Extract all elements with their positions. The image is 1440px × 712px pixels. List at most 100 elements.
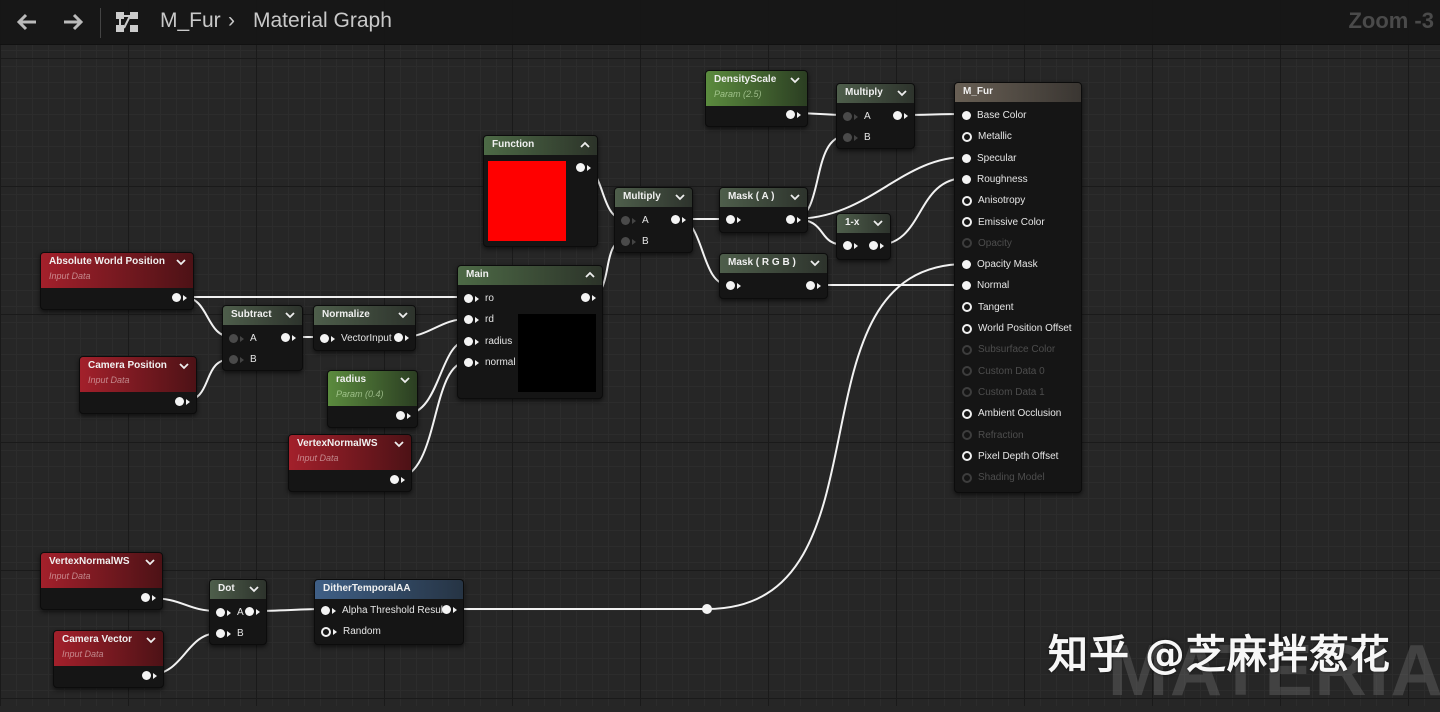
pin-dot[interactable] bbox=[962, 472, 972, 483]
input-pin[interactable] bbox=[726, 215, 741, 224]
result-input-base-color[interactable]: Base Color bbox=[962, 110, 1026, 121]
input-pin-rd[interactable]: rd bbox=[464, 314, 494, 325]
pin-dot[interactable] bbox=[962, 366, 972, 377]
node-mask-rgb[interactable]: Mask ( R G B ) bbox=[719, 253, 828, 299]
result-input-shading-model[interactable]: Shading Model bbox=[962, 472, 1045, 483]
node-mask-a[interactable]: Mask ( A ) bbox=[719, 187, 808, 233]
node-camera-position[interactable]: Camera Position Input Data bbox=[79, 356, 197, 414]
node-dither-temporal-aa[interactable]: DitherTemporalAA Alpha Threshold Result … bbox=[314, 579, 464, 645]
pin-dot[interactable] bbox=[962, 131, 972, 142]
forward-button[interactable] bbox=[58, 8, 88, 36]
pin-dot[interactable] bbox=[962, 281, 971, 291]
result-input-custom-data-0[interactable]: Custom Data 0 bbox=[962, 366, 1045, 377]
input-pin-normal[interactable]: normal bbox=[464, 357, 516, 368]
chevron-down-icon[interactable] bbox=[399, 374, 411, 386]
output-pin[interactable] bbox=[442, 605, 457, 614]
result-input-metallic[interactable]: Metallic bbox=[962, 131, 1012, 142]
result-input-anisotropy[interactable]: Anisotropy bbox=[962, 195, 1025, 206]
pin-dot[interactable] bbox=[962, 323, 972, 334]
chevron-down-icon[interactable] bbox=[789, 74, 801, 86]
input-pin[interactable] bbox=[843, 241, 858, 250]
pin-dot[interactable] bbox=[962, 238, 972, 249]
chevron-down-icon[interactable] bbox=[896, 87, 908, 99]
result-input-world-position-offset[interactable]: World Position Offset bbox=[962, 323, 1072, 334]
pin-dot[interactable] bbox=[962, 408, 972, 419]
node-subtract[interactable]: Subtract A B bbox=[222, 305, 303, 371]
input-pin-a[interactable]: A bbox=[843, 111, 871, 122]
hierarchy-button[interactable] bbox=[112, 8, 142, 36]
chevron-up-icon[interactable] bbox=[584, 269, 596, 281]
chevron-down-icon[interactable] bbox=[145, 634, 157, 646]
output-pin[interactable] bbox=[141, 593, 156, 602]
node-main-function[interactable]: Main ro rd radius normal bbox=[457, 265, 603, 399]
result-input-opacity[interactable]: Opacity bbox=[962, 238, 1012, 249]
chevron-down-icon[interactable] bbox=[284, 309, 296, 321]
result-input-emissive-color[interactable]: Emissive Color bbox=[962, 217, 1045, 228]
input-pin-radius[interactable]: radius bbox=[464, 336, 512, 347]
result-input-normal[interactable]: Normal bbox=[962, 280, 1009, 291]
input-pin-random[interactable]: Random bbox=[321, 626, 381, 637]
input-pin-b[interactable]: B bbox=[843, 132, 871, 143]
input-pin-a[interactable]: A bbox=[216, 607, 244, 618]
chevron-down-icon[interactable] bbox=[144, 556, 156, 568]
chevron-down-icon[interactable] bbox=[248, 583, 260, 595]
input-pin[interactable] bbox=[726, 281, 741, 290]
node-vertex-normal-ws[interactable]: VertexNormalWS Input Data bbox=[288, 434, 412, 492]
output-pin[interactable] bbox=[576, 163, 591, 172]
result-input-ambient-occlusion[interactable]: Ambient Occlusion bbox=[962, 408, 1061, 419]
result-input-roughness[interactable]: Roughness bbox=[962, 174, 1028, 185]
output-pin[interactable] bbox=[390, 475, 405, 484]
node-camera-vector[interactable]: Camera Vector Input Data bbox=[53, 630, 164, 688]
pin-dot[interactable] bbox=[962, 195, 972, 206]
pin-dot[interactable] bbox=[962, 111, 971, 120]
node-vertex-normal-ws-2[interactable]: VertexNormalWS Input Data bbox=[40, 552, 163, 610]
input-pin-alpha-threshold[interactable]: Alpha Threshold Result bbox=[321, 605, 446, 616]
node-density-scale[interactable]: DensityScale Param (2.5) bbox=[705, 70, 808, 127]
input-pin-ro[interactable]: ro bbox=[464, 293, 494, 304]
output-pin[interactable] bbox=[671, 215, 686, 224]
result-input-opacity-mask[interactable]: Opacity Mask bbox=[962, 259, 1038, 270]
pin-dot[interactable] bbox=[962, 153, 971, 163]
node-multiply-top[interactable]: Multiply A B bbox=[836, 83, 915, 149]
output-pin[interactable] bbox=[786, 110, 801, 119]
node-multiply-mid[interactable]: Multiply A B bbox=[614, 187, 693, 253]
result-input-tangent[interactable]: Tangent bbox=[962, 302, 1014, 313]
result-input-refraction[interactable]: Refraction bbox=[962, 430, 1024, 441]
input-pin-b[interactable]: B bbox=[229, 354, 257, 365]
node-radius-param[interactable]: radius Param (0.4) bbox=[327, 370, 418, 428]
chevron-down-icon[interactable] bbox=[809, 257, 821, 269]
pin-dot[interactable] bbox=[962, 217, 972, 227]
chevron-down-icon[interactable] bbox=[674, 191, 686, 203]
node-absolute-world-position[interactable]: Absolute World Position Input Data bbox=[40, 252, 194, 310]
node-function[interactable]: Function bbox=[483, 135, 598, 247]
chevron-down-icon[interactable] bbox=[789, 191, 801, 203]
output-pin[interactable] bbox=[281, 333, 296, 342]
chevron-down-icon[interactable] bbox=[175, 256, 187, 268]
output-pin[interactable] bbox=[394, 333, 409, 342]
pin-dot[interactable] bbox=[962, 344, 972, 355]
result-input-specular[interactable]: Specular bbox=[962, 153, 1016, 164]
output-pin[interactable] bbox=[396, 411, 411, 420]
result-input-pixel-depth-offset[interactable]: Pixel Depth Offset bbox=[962, 451, 1058, 462]
output-pin[interactable] bbox=[172, 293, 187, 302]
pin-dot[interactable] bbox=[962, 302, 972, 313]
pin-dot[interactable] bbox=[962, 430, 972, 440]
chevron-down-icon[interactable] bbox=[178, 360, 190, 372]
output-pin[interactable] bbox=[869, 241, 884, 250]
input-pin-a[interactable]: A bbox=[621, 215, 649, 226]
chevron-down-icon[interactable] bbox=[397, 309, 409, 321]
breadcrumb-current[interactable]: Material Graph bbox=[253, 9, 392, 32]
output-pin[interactable] bbox=[893, 111, 908, 120]
input-pin-a[interactable]: A bbox=[229, 333, 257, 344]
back-button[interactable] bbox=[12, 8, 42, 36]
output-pin[interactable] bbox=[245, 607, 260, 616]
pin-dot[interactable] bbox=[962, 387, 972, 398]
result-input-custom-data-1[interactable]: Custom Data 1 bbox=[962, 387, 1045, 398]
input-pin-vector[interactable]: VectorInput bbox=[320, 333, 392, 344]
input-pin-b[interactable]: B bbox=[216, 628, 244, 639]
output-pin[interactable] bbox=[581, 293, 596, 302]
output-pin[interactable] bbox=[142, 671, 157, 680]
node-normalize[interactable]: Normalize VectorInput bbox=[313, 305, 416, 351]
pin-dot[interactable] bbox=[962, 451, 972, 462]
